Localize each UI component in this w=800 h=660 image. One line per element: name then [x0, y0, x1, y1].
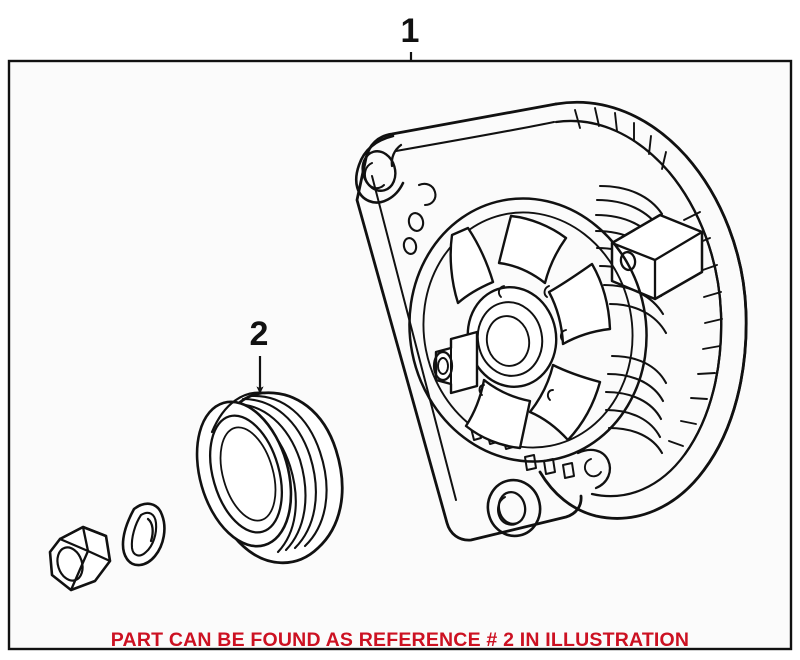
drive-shaft	[432, 330, 479, 395]
fan-hub	[466, 286, 558, 388]
housing-bolt-holes	[402, 182, 437, 255]
rear-housing-rib-ticks-upper	[574, 107, 667, 170]
alternator-assembly	[355, 100, 748, 542]
upper-mounting-ear	[355, 134, 405, 204]
callout-1-label: 1	[401, 12, 420, 50]
alternator-rear-housing	[538, 100, 748, 520]
alternator-front-housing	[355, 102, 583, 542]
pulley-groove-ribs	[226, 394, 328, 554]
rear-housing-rib-ticks-right	[668, 211, 723, 447]
reference-caption: PART CAN BE FOUND AS REFERENCE # 2 IN IL…	[111, 629, 689, 651]
callout-2: 2	[250, 315, 269, 395]
internal-fan-blades	[449, 214, 612, 450]
pulley-front-face	[195, 400, 293, 548]
hex-nut-bore	[56, 546, 84, 582]
upper-mounting-bolt-hole	[361, 150, 397, 192]
pulley-bore	[209, 414, 283, 534]
hex-nut	[48, 525, 112, 592]
hub-rivets	[478, 285, 567, 401]
callout-1: 1	[401, 12, 420, 62]
front-bowl-ring	[408, 197, 648, 463]
pulley-top-seam	[210, 391, 267, 434]
lower-mounting-boss	[486, 478, 542, 538]
callout-2-label: 2	[250, 315, 269, 353]
washer-clip	[121, 502, 166, 567]
pulley	[195, 391, 344, 565]
lower-right-boss	[576, 448, 612, 490]
